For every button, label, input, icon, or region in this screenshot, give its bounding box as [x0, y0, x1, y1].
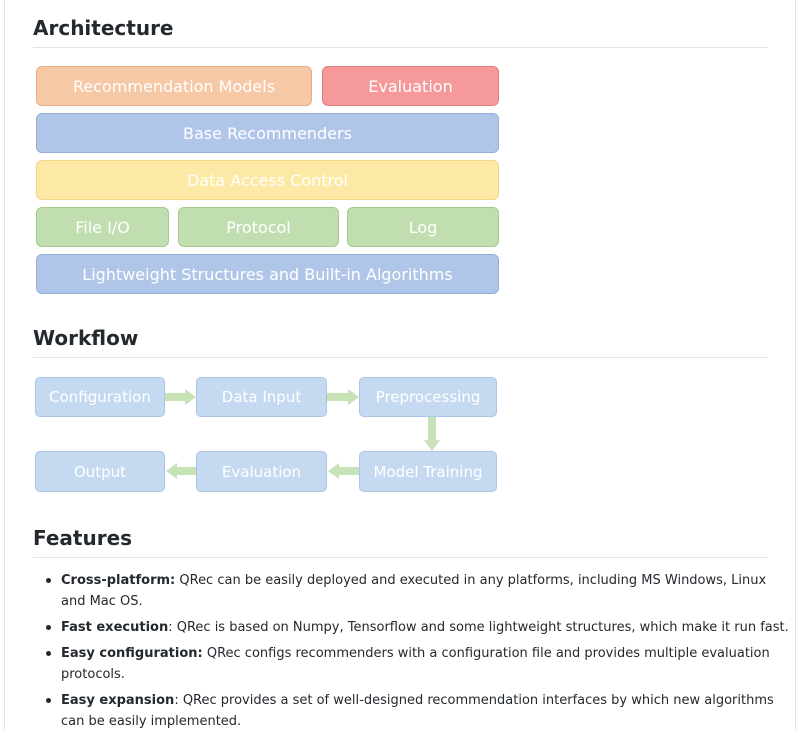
protocol-block: Protocol: [178, 207, 339, 247]
arrow-left-icon: [166, 463, 196, 479]
list-item: Cross-platform: QRec can be easily deplo…: [46, 570, 791, 612]
log-block: Log: [347, 207, 499, 247]
list-item: Fast execution: QRec is based on Numpy, …: [46, 617, 791, 638]
list-item: Easy expansion: QRec provides a set of w…: [46, 690, 791, 732]
arrow-left-icon: [328, 463, 359, 479]
preprocessing-step: Preprocessing: [359, 377, 497, 417]
feature-text: QRec configs recommenders with a configu…: [61, 646, 770, 682]
content-frame: [4, 0, 796, 730]
model-training-step: Model Training: [359, 451, 497, 492]
evaluation-block: Evaluation: [322, 66, 499, 106]
feature-term: Easy expansion: [61, 693, 175, 708]
bullet-icon: [46, 698, 51, 703]
features-heading: Features: [33, 526, 768, 558]
data-access-control-block: Data Access Control: [36, 160, 499, 200]
arrow-right-icon: [165, 389, 196, 405]
arrow-right-icon: [327, 389, 359, 405]
feature-text: : QRec provides a set of well-designed r…: [61, 693, 774, 729]
feature-term: Easy configuration:: [61, 646, 203, 661]
architecture-heading: Architecture: [33, 16, 768, 48]
feature-text: QRec can be easily deployed and executed…: [61, 573, 767, 609]
feature-term: Fast execution: [61, 620, 169, 635]
lightweight-structures-block: Lightweight Structures and Built-in Algo…: [36, 254, 499, 294]
configuration-step: Configuration: [35, 377, 165, 417]
evaluation-step: Evaluation: [196, 451, 327, 492]
file-io-block: File I/O: [36, 207, 169, 247]
bullet-icon: [46, 651, 51, 656]
bullet-icon: [46, 578, 51, 583]
arrow-down-icon: [424, 417, 440, 451]
workflow-heading: Workflow: [33, 326, 768, 358]
bullet-icon: [46, 625, 51, 630]
data-input-step: Data Input: [196, 377, 327, 417]
feature-term: Cross-platform:: [61, 573, 176, 588]
feature-text: : QRec is based on Numpy, Tensorflow and…: [168, 620, 789, 635]
recommendation-models-block: Recommendation Models: [36, 66, 312, 106]
list-item: Easy configuration: QRec configs recomme…: [46, 643, 791, 685]
base-recommenders-block: Base Recommenders: [36, 113, 499, 153]
features-list: Cross-platform: QRec can be easily deplo…: [33, 570, 791, 737]
output-step: Output: [35, 451, 165, 492]
